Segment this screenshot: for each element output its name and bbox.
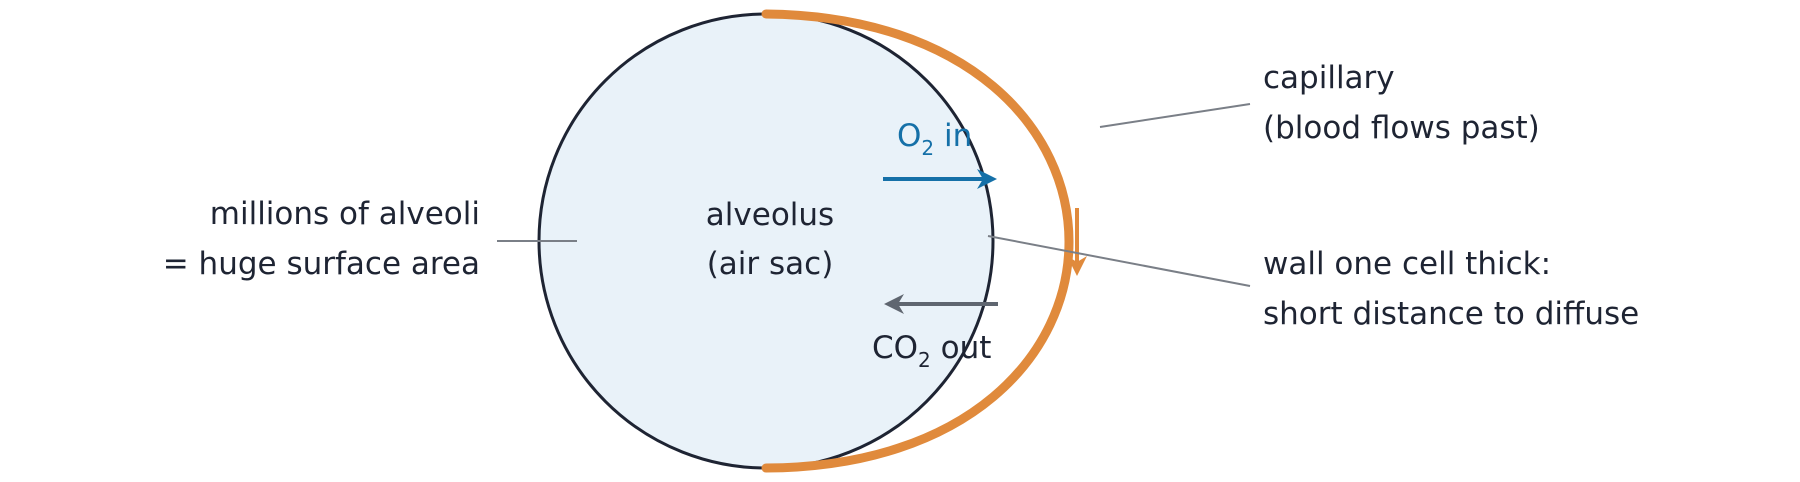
capillary-arc xyxy=(761,9,1074,473)
capillary-leader-line xyxy=(1099,103,1251,128)
capillary-label-line2: (blood flows past) xyxy=(1263,110,1540,146)
wall-label-line1: wall one cell thick: xyxy=(1263,246,1551,282)
capillary-label-line1: capillary xyxy=(1263,60,1395,96)
o2-in-label: O2 in xyxy=(897,118,972,160)
co2-out-label: CO2 out xyxy=(872,330,991,372)
alveolus-sublabel: (air sac) xyxy=(707,246,834,282)
wall-label-line2: short distance to diffuse xyxy=(1263,296,1639,332)
surface-area-label-line1: millions of alveoli xyxy=(210,196,480,232)
alveolus-circle xyxy=(537,12,995,470)
alveolus-label: alveolus xyxy=(706,197,834,233)
wall-leader-line xyxy=(987,235,1251,287)
surface-area-label-line2: = huge surface area xyxy=(163,246,480,282)
